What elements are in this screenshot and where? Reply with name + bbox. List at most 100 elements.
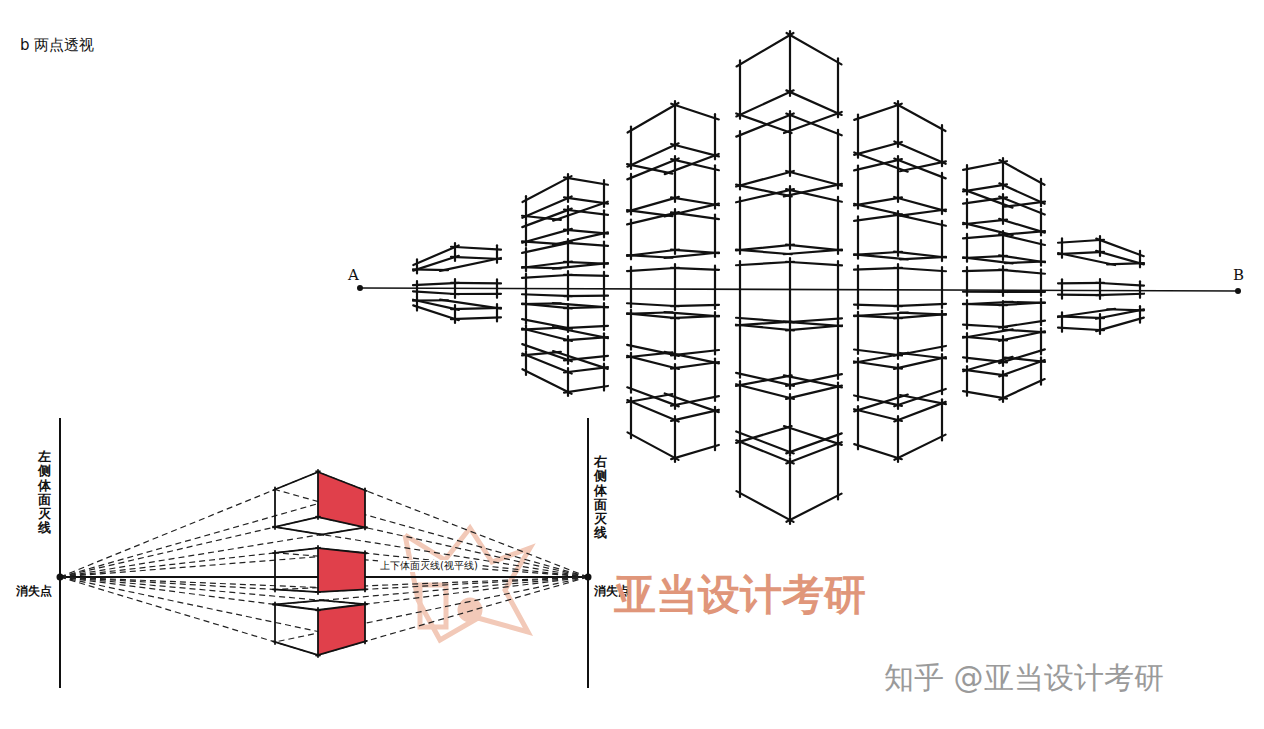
box-edge	[496, 245, 498, 262]
box-edge	[837, 322, 839, 379]
box-edge	[714, 407, 716, 450]
box-edge	[522, 354, 571, 374]
box-edge	[784, 322, 842, 327]
box-edge	[963, 197, 1007, 203]
box-edge	[736, 113, 791, 133]
box-edge	[736, 171, 794, 187]
box-edge	[736, 375, 792, 386]
box-edge	[671, 212, 719, 219]
vanishing-line	[59, 418, 61, 688]
box-edge	[674, 264, 676, 310]
box-edge	[553, 327, 608, 338]
box-edge	[564, 326, 608, 328]
logo-dot	[460, 600, 480, 620]
box-edge	[1096, 294, 1144, 295]
box-edge	[736, 426, 791, 443]
box-edge	[786, 262, 842, 266]
box-edge	[854, 142, 902, 155]
box-edge	[789, 458, 791, 524]
box-edge	[857, 265, 859, 308]
box-edge	[854, 214, 902, 221]
box-edge	[784, 426, 842, 445]
box-edge	[900, 257, 946, 259]
box-edge	[786, 374, 842, 386]
box-edge	[665, 352, 719, 363]
box-edge	[736, 491, 793, 522]
box-edge	[416, 281, 418, 296]
box-edge	[739, 197, 741, 254]
box-edge	[1139, 281, 1141, 298]
box-edge	[857, 358, 859, 400]
box-edge	[416, 297, 418, 311]
box-edge	[941, 173, 943, 214]
box-edge	[999, 219, 1045, 233]
box-edge	[999, 183, 1044, 203]
box-edge	[320, 600, 367, 604]
box-edge	[900, 313, 946, 315]
box-edge	[316, 589, 367, 592]
box-edge	[789, 31, 791, 96]
box-edge	[714, 359, 716, 401]
box-edge	[564, 197, 608, 203]
box-edge	[787, 33, 842, 64]
box-edge	[630, 127, 632, 169]
box-edge	[736, 440, 793, 463]
box-edge	[627, 158, 678, 179]
box-edge	[316, 471, 367, 491]
box-edge	[522, 209, 571, 228]
box-edge	[564, 295, 608, 298]
demo-boxes	[273, 470, 367, 657]
box-edge	[714, 165, 716, 208]
box-edge	[736, 114, 793, 137]
box-edge	[714, 312, 716, 354]
box-edge	[999, 160, 1044, 185]
box-edge	[789, 258, 791, 326]
box-edge	[671, 305, 719, 306]
box-edge	[999, 379, 1044, 400]
box-edge	[671, 197, 719, 205]
vanishing-line-label: 右侧体面灭线	[594, 455, 607, 541]
box-edge	[999, 197, 1044, 215]
box-edge	[789, 111, 791, 176]
horizon-line	[360, 288, 1238, 291]
box-edge	[736, 90, 793, 116]
box-edge	[900, 210, 946, 216]
box-edge	[1096, 318, 1144, 331]
box-edge	[627, 356, 679, 369]
box-edge	[999, 291, 1045, 293]
box-edge	[739, 438, 741, 497]
box-edge	[316, 604, 367, 610]
box-edge	[320, 527, 367, 535]
box-edge	[786, 171, 842, 186]
box-edge	[316, 517, 367, 528]
box-edge	[999, 302, 1045, 305]
box-edge	[1005, 358, 1045, 362]
box-edge	[1058, 240, 1104, 243]
box-edge	[564, 243, 608, 246]
box-edge	[941, 221, 943, 261]
box-edge	[273, 604, 320, 610]
box-edge	[317, 546, 319, 594]
box-edge	[894, 402, 945, 422]
box-edge	[630, 267, 632, 308]
box-edge	[1005, 262, 1045, 264]
box-edge	[665, 154, 719, 174]
box-edge	[789, 326, 791, 389]
box-edge	[1005, 330, 1045, 333]
box-edge	[364, 551, 366, 591]
point-label: A	[348, 266, 359, 284]
box-edge	[739, 321, 741, 378]
box-edge	[894, 103, 945, 131]
box-edge	[854, 353, 908, 363]
box-edge	[627, 394, 672, 402]
box-edge	[451, 317, 501, 319]
box-edge	[894, 214, 946, 226]
box-edge	[963, 391, 1007, 399]
box-edge	[1005, 231, 1045, 234]
box-edge	[897, 314, 899, 359]
box-edge	[714, 215, 716, 257]
vanishing-line	[587, 418, 589, 688]
box-edge	[941, 354, 943, 394]
box-edge	[897, 364, 899, 409]
